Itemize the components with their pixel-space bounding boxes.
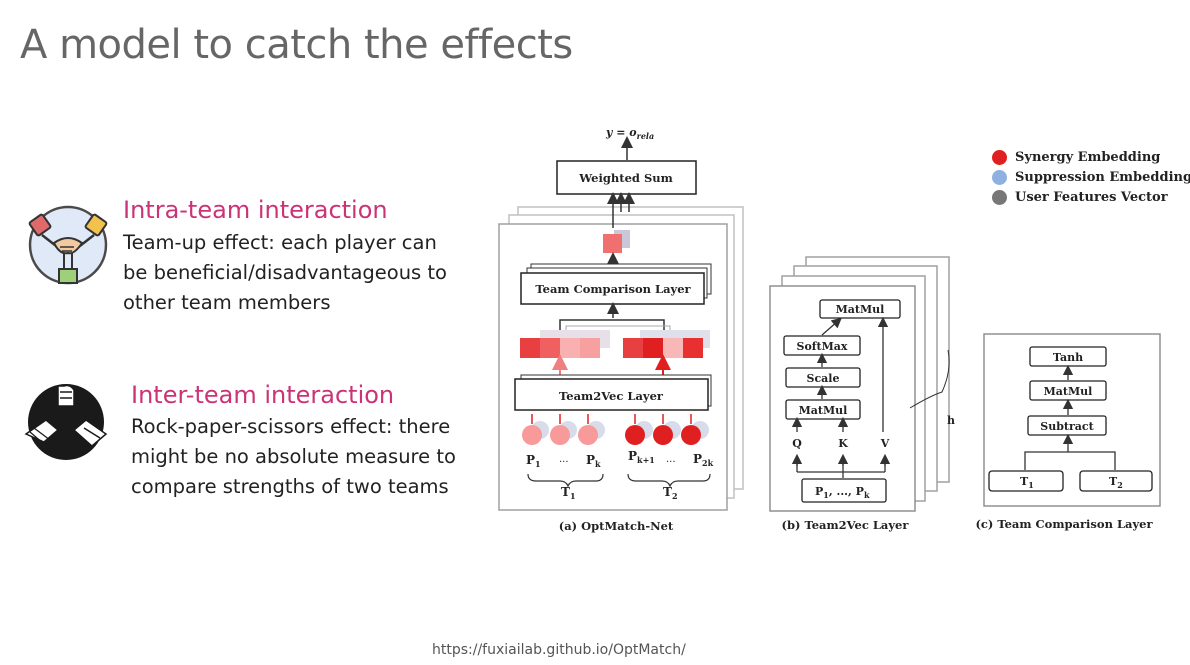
output-square <box>603 234 622 253</box>
diagram-b: MatMul SoftMax Scale MatMul Q K V P1, ..… <box>769 256 955 532</box>
matmul-top-label: MatMul <box>836 303 885 316</box>
synergy-dot <box>992 150 1007 165</box>
input-box <box>801 478 887 503</box>
diagram-c: Tanh MatMul Subtract T1 T2 (c) Team Comp… <box>975 333 1161 531</box>
player-pk1 <box>625 425 645 445</box>
subtract-label: Subtract <box>1040 420 1094 433</box>
intra-team-line-1: Team-up effect: each player can <box>123 231 437 254</box>
label-p1: P1 <box>526 453 541 469</box>
label-dots-1: ... <box>559 454 569 465</box>
h-label: h <box>947 414 955 427</box>
bar-t1-cell-4 <box>580 338 600 358</box>
team-comparison-label: Team Comparison Layer <box>535 282 691 296</box>
softmax-label: SoftMax <box>797 340 848 353</box>
bar-t2-cell-1 <box>623 338 643 358</box>
player-pk2 <box>653 425 673 445</box>
team2vec-label: Team2Vec Layer <box>559 389 664 403</box>
footer-url[interactable]: https://fuxiailab.github.io/OptMatch/ <box>432 642 686 658</box>
t1-brace <box>527 473 604 488</box>
player-p2 <box>550 425 570 445</box>
inter-team-line-2: might be no absolute measure to <box>131 445 456 468</box>
intra-team-line-2: be beneficial/disadvantageous to <box>123 261 447 284</box>
inter-team-title: Inter-team interaction <box>131 381 395 409</box>
softmax-to-matmul-arrow <box>821 317 842 336</box>
input-label: P1, ..., Pk <box>815 485 870 500</box>
inter-team-line-1: Rock-paper-scissors effect: there <box>131 415 451 438</box>
player-pk <box>578 425 598 445</box>
user-features-dot <box>992 190 1007 205</box>
q-label: Q <box>792 437 802 450</box>
legend-synergy-label: Synergy Embedding <box>1015 150 1161 165</box>
intra-team-title: Intra-team interaction <box>123 196 388 224</box>
legend-synergy: Synergy Embedding <box>992 150 1160 165</box>
inter-team-line-3: compare strengths of two teams <box>131 475 449 498</box>
intra-team-line-3: other team members <box>123 291 331 314</box>
label-pk1: Pk+1 <box>628 449 655 465</box>
k-label: K <box>838 437 848 450</box>
t1-c-label: T1 <box>1020 475 1034 490</box>
team-comparison-box <box>520 272 705 305</box>
team2vec-box <box>514 378 709 411</box>
caption-c: (c) Team Comparison Layer <box>975 517 1153 531</box>
bar-t1-cell-2 <box>540 338 560 358</box>
suppression-dot <box>992 170 1007 185</box>
tanh-label: Tanh <box>1053 351 1083 364</box>
matmul-bottom-box <box>785 399 861 420</box>
v-label: V <box>880 437 890 450</box>
caption-b: (b) Team2Vec Layer <box>782 518 910 532</box>
t2-brace <box>627 473 711 488</box>
legend-user-features: User Features Vector <box>992 190 1168 205</box>
matmul-c-label: MatMul <box>1044 385 1093 398</box>
scale-label: Scale <box>807 372 840 385</box>
legend-user-features-label: User Features Vector <box>1015 190 1168 205</box>
weighted-sum-label: Weighted Sum <box>578 171 673 185</box>
handshake-icon <box>26 203 110 291</box>
matmul-bottom-label: MatMul <box>799 404 848 417</box>
bar-t1-cell-3 <box>560 338 580 358</box>
diagram-a: y = orela Weighted Sum Team Comparison L… <box>498 126 744 533</box>
t2-c-box <box>1079 470 1153 492</box>
t1-c-box <box>988 470 1064 492</box>
player-p1 <box>522 425 542 445</box>
caption-a: (a) OptMatch-Net <box>559 519 674 533</box>
label-dots-2: ... <box>666 454 676 465</box>
legend-suppression-label: Suppression Embedding <box>1015 170 1190 185</box>
label-t1: T1 <box>561 485 576 501</box>
t2-c-label: T2 <box>1109 475 1123 490</box>
bar-t1-cell-1 <box>520 338 540 358</box>
bar-t2-cell-3 <box>663 338 683 358</box>
h-brace <box>909 349 950 409</box>
matmul-top-box <box>819 299 901 319</box>
t-merge-lines <box>1024 451 1116 470</box>
legend-suppression: Suppression Embedding <box>992 170 1190 185</box>
output-label: y = orela <box>605 126 654 141</box>
bar-t2-cell-4 <box>683 338 703 358</box>
slide-title: A model to catch the effects <box>20 22 573 68</box>
weighted-sum-box <box>556 160 697 195</box>
label-t2: T2 <box>663 485 678 501</box>
label-p2k: P2k <box>693 452 714 468</box>
player-p2k <box>681 425 701 445</box>
tc-bracket <box>559 319 665 338</box>
bar-t2-cell-2 <box>643 338 663 358</box>
rock-paper-scissors-icon <box>24 380 108 468</box>
label-pk: Pk <box>586 453 601 469</box>
